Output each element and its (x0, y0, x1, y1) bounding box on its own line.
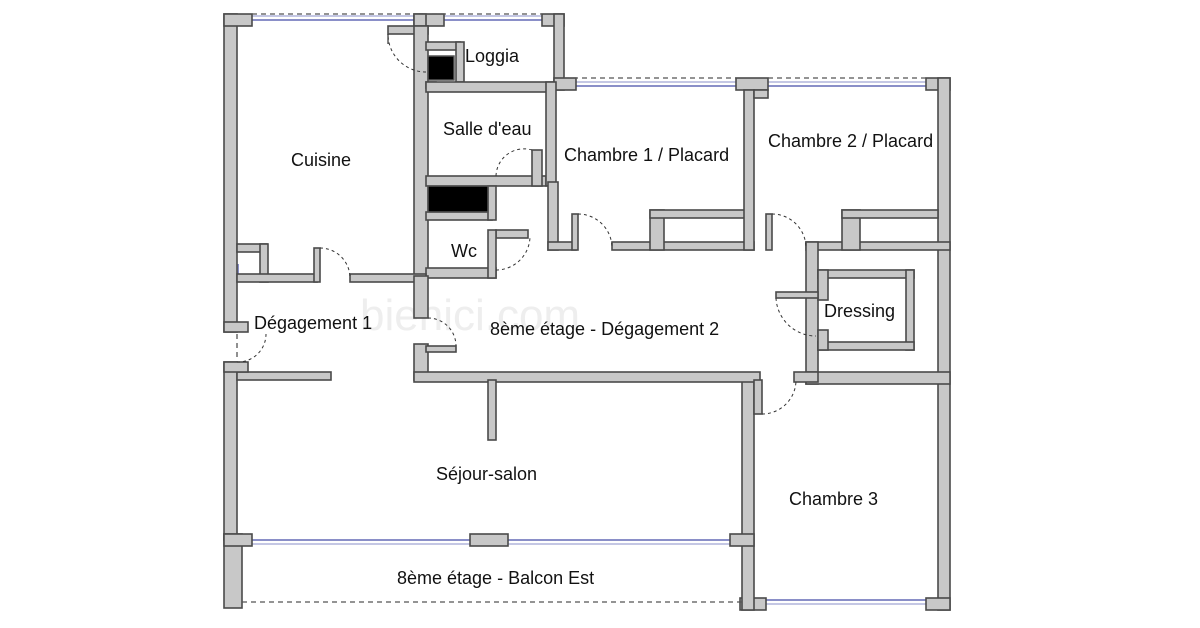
room-label-dressing: Dressing (824, 301, 895, 321)
watermark: bienici.com (360, 291, 580, 340)
room-label-chambre-1: Chambre 1 / Placard (564, 145, 729, 165)
room-label-sejour: Séjour-salon (436, 464, 537, 484)
room-label-chambre-2: Chambre 2 / Placard (768, 131, 933, 151)
room-label-balcon: 8ème étage - Balcon Est (397, 568, 594, 588)
walls (223, 13, 951, 611)
room-label-degagement-1: Dégagement 1 (254, 313, 372, 333)
room-label-degagement-2: 8ème étage - Dégagement 2 (490, 319, 719, 339)
room-label-salle-eau: Salle d'eau (443, 119, 532, 139)
room-label-loggia: Loggia (465, 46, 520, 66)
doors (236, 33, 817, 415)
room-label-cuisine: Cuisine (291, 150, 351, 170)
room-label-wc: Wc (451, 241, 477, 261)
fixtures (427, 55, 489, 213)
room-label-chambre-3: Chambre 3 (789, 489, 878, 509)
